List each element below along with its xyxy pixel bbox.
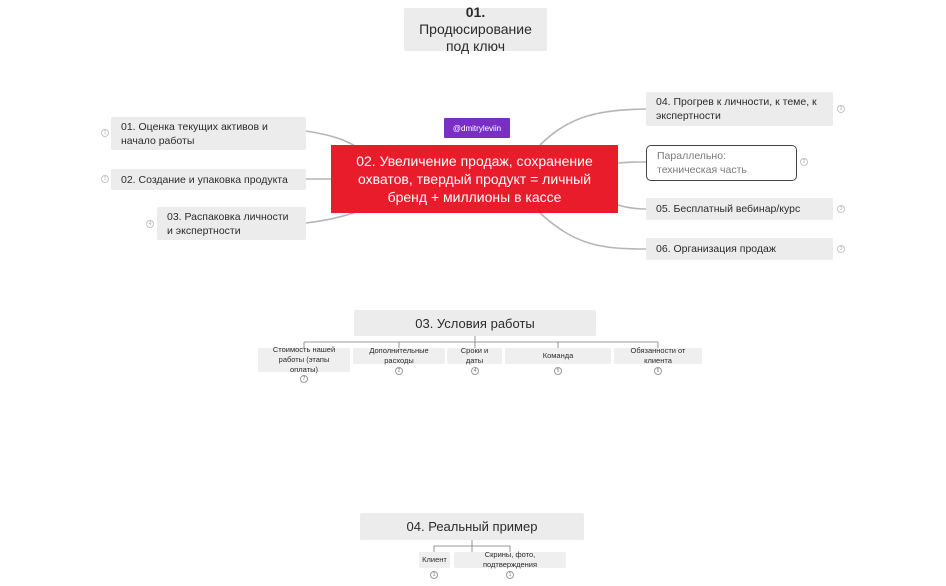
topic-03-item-1[interactable]: Стоимость нашей работы (этапы оплаты) (258, 345, 350, 374)
branch-right-3-count-icon[interactable]: 3 (837, 205, 845, 213)
watermark-badge: @dmitryleviin (444, 118, 510, 138)
topic-04-item-2[interactable]: Скрины, фото, подтверждения (454, 550, 566, 569)
branch-right-2-count-icon[interactable]: 2 (800, 158, 808, 166)
connector-right-4 (539, 212, 647, 250)
topic-03-item-4[interactable]: Команда (505, 348, 611, 364)
topic-04-item-2-count-icon[interactable]: 1 (506, 571, 514, 579)
branch-right-4-count-icon[interactable]: 3 (837, 245, 845, 253)
topic-04-item-1[interactable]: Клиент (419, 552, 450, 568)
topic-03-item-1-count-icon[interactable]: 7 (300, 375, 308, 383)
branch-right-1[interactable]: 04. Прогрев к личности, к теме, к экспер… (646, 92, 833, 126)
topic-03-item-5[interactable]: Обязанности от клиента (614, 346, 702, 365)
topic-03-item-4-count-icon[interactable]: 5 (554, 367, 562, 375)
topic-03-item-3[interactable]: Сроки и даты (447, 346, 502, 365)
topic-03-item-5-count-icon[interactable]: 6 (654, 367, 662, 375)
topic-03-item-3-count-icon[interactable]: 4 (471, 367, 479, 375)
branch-right-3[interactable]: 05. Бесплатный вебинар/курс (646, 198, 833, 220)
branch-left-3-count-icon[interactable]: 4 (146, 220, 154, 228)
branch-right-2[interactable]: Параллельно: техническая часть (646, 145, 797, 181)
branch-left-1-count-icon[interactable]: 1 (101, 129, 109, 137)
connector-left-1 (305, 130, 356, 147)
central-topic-text: 02. Увеличение продаж, сохранение охвато… (356, 153, 593, 205)
topic-01-node[interactable]: 01. Продюсирование под ключ (404, 4, 547, 54)
topic-01-line1: 01. Продюсирование (419, 4, 532, 37)
topic-03-item-2-count-icon[interactable]: 2 (395, 367, 403, 375)
branch-left-2-count-icon[interactable]: 1 (101, 175, 109, 183)
connector-right-1 (539, 108, 647, 146)
branch-right-1-count-icon[interactable]: 3 (837, 105, 845, 113)
connector-right-2 (617, 161, 647, 164)
branch-left-3[interactable]: 03. Распаковка личности и экспертности (157, 207, 306, 240)
connector-left-3 (305, 211, 357, 224)
connector-right-3 (617, 204, 647, 210)
central-topic-node[interactable]: 02. Увеличение продаж, сохранение охвато… (331, 145, 618, 213)
branch-left-2[interactable]: 02. Создание и упаковка продукта (111, 169, 306, 190)
topic-01-line2: под ключ (445, 38, 506, 54)
topic-03-node[interactable]: 03. Условия работы (354, 310, 596, 336)
topic-03-item-2[interactable]: Дополнительные расходы (353, 346, 445, 365)
topic-04-node[interactable]: 04. Реальный пример (360, 513, 584, 540)
branch-right-4[interactable]: 06. Организация продаж (646, 238, 833, 260)
branch-left-1[interactable]: 01. Оценка текущих активов и начало рабо… (111, 117, 306, 150)
topic-04-item-1-count-icon[interactable]: 1 (430, 571, 438, 579)
